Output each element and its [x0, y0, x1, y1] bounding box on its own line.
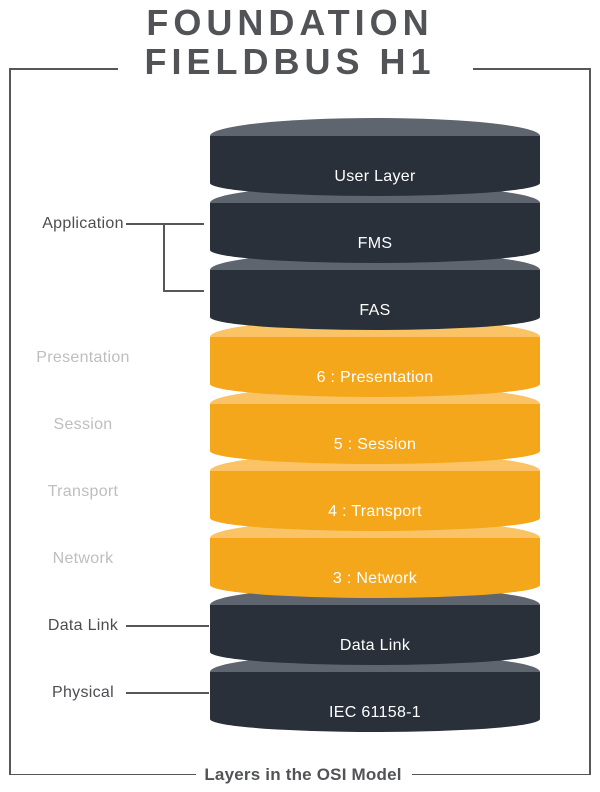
disk-label: FMS	[357, 235, 393, 252]
frame-border-bottom-left	[9, 773, 196, 775]
disk-body	[210, 270, 540, 330]
connector-line-data-link	[126, 625, 209, 627]
page-title: FOUNDATION FIELDBUS H1	[0, 3, 590, 81]
title-line-2: FIELDBUS H1	[144, 41, 436, 82]
disk-label: 6 : Presentation	[316, 369, 434, 386]
disk-body	[210, 471, 540, 531]
disk-label: IEC 61158-1	[329, 704, 421, 721]
disk-data-link: Data Link	[210, 587, 540, 665]
side-label-physical: Physical	[52, 684, 114, 701]
disk-body	[210, 203, 540, 263]
connector-bracket-bottom-application	[163, 290, 204, 292]
disk-body	[210, 337, 540, 397]
disk-fms: FMS	[210, 185, 540, 263]
disk-4-transport: 4 : Transport	[210, 453, 540, 531]
disk-label: FAS	[359, 302, 391, 319]
frame-border-bottom-right	[412, 773, 590, 775]
side-label-presentation: Presentation	[36, 349, 130, 366]
frame-border-left	[9, 68, 11, 775]
disk-label: User Layer	[334, 168, 416, 185]
disk-label: 4 : Transport	[328, 503, 422, 520]
title-line-1: FOUNDATION	[146, 2, 434, 43]
frame-border-top-left	[9, 68, 118, 70]
disk-body	[210, 672, 540, 732]
side-label-application: Application	[42, 215, 124, 232]
disk-body	[210, 404, 540, 464]
connector-bracket-vertical-application	[163, 223, 165, 292]
side-label-session: Session	[53, 416, 113, 433]
disk-body	[210, 538, 540, 598]
disk-iec-61158-1: IEC 61158-1	[210, 654, 540, 732]
disk-user-layer: User Layer	[210, 118, 540, 196]
connector-line-physical	[126, 692, 209, 694]
frame-border-right	[589, 68, 591, 775]
disk-body	[210, 136, 540, 196]
disk-label: Data Link	[339, 637, 411, 654]
disk-5-session: 5 : Session	[210, 386, 540, 464]
side-label-data-link: Data Link	[47, 617, 119, 634]
disk-label: 3 : Network	[332, 570, 418, 587]
side-label-transport: Transport	[47, 483, 119, 500]
footer-caption: Layers in the OSI Model	[204, 765, 402, 784]
disk-fas: FAS	[210, 252, 540, 330]
connector-bracket-top-application	[126, 223, 204, 225]
disk-body	[210, 605, 540, 665]
disk-3-network: 3 : Network	[210, 520, 540, 598]
frame-border-top-right	[473, 68, 590, 70]
side-label-network: Network	[52, 550, 114, 567]
disk-label: 5 : Session	[333, 436, 417, 453]
disk-6-presentation: 6 : Presentation	[210, 319, 540, 397]
